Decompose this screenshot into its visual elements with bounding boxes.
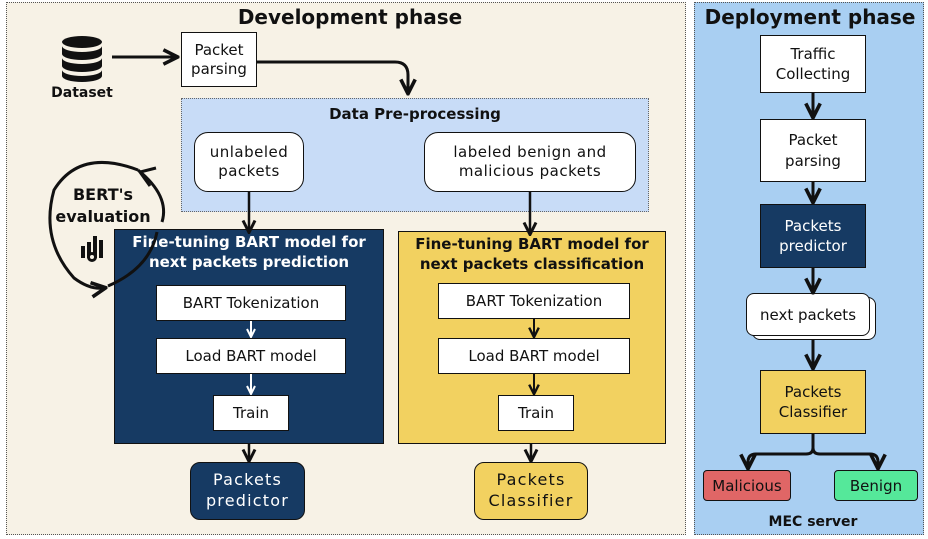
evaluation-loop-right xyxy=(107,231,159,288)
bert-evaluation-label: BERT's evaluation xyxy=(55,185,151,226)
evaluation-loop-left xyxy=(48,160,139,288)
deployment-packets-predictor-box: Packets predictor xyxy=(760,204,866,268)
packet-parsing-box: Packet parsing xyxy=(181,32,257,87)
deployment-phase-title: Deployment phase xyxy=(704,5,916,29)
prediction-finetune-title: Fine-tuning BART model for next packets … xyxy=(132,233,366,271)
evaluation-loop-top-arrowhead xyxy=(137,166,157,187)
classification-tokenization-step: BART Tokenization xyxy=(438,283,630,319)
packets-predictor-output: Packets predictor xyxy=(190,462,305,520)
arrow-parsing-to-preprocessing xyxy=(257,60,408,92)
database-icon xyxy=(62,36,102,82)
classification-load-model-step: Load BART model xyxy=(438,338,630,374)
dataset-label: Dataset xyxy=(51,85,113,101)
deployment-packet-parsing-box: Packet parsing xyxy=(760,119,866,182)
prediction-train-step: Train xyxy=(213,395,289,431)
development-phase-title: Development phase xyxy=(237,5,463,29)
next-packets-box: next packets xyxy=(746,293,870,336)
benign-result: Benign xyxy=(834,470,918,501)
arrow-classifier-to-benign xyxy=(811,434,878,467)
deployment-packets-classifier-box: Packets Classifier xyxy=(760,370,866,434)
prediction-tokenization-step: BART Tokenization xyxy=(156,285,346,321)
labeled-packets-box: labeled benign and malicious packets xyxy=(424,132,636,192)
data-preprocessing-title: Data Pre-processing xyxy=(329,105,501,123)
classification-finetune-title: Fine-tuning BART model for next packets … xyxy=(415,235,649,273)
prediction-load-model-step: Load BART model xyxy=(156,338,346,374)
arrow-classifier-to-malicious xyxy=(748,434,815,467)
classification-train-step: Train xyxy=(498,395,574,431)
evaluation-loop-top xyxy=(137,168,166,223)
packets-classifier-output: Packets Classifier xyxy=(474,462,588,520)
unlabeled-packets-box: unlabeled packets xyxy=(194,132,304,192)
mec-server-label: MEC server xyxy=(768,514,858,530)
traffic-collecting-box: Traffic Collecting xyxy=(760,35,866,93)
chart-gear-icon xyxy=(81,236,103,262)
